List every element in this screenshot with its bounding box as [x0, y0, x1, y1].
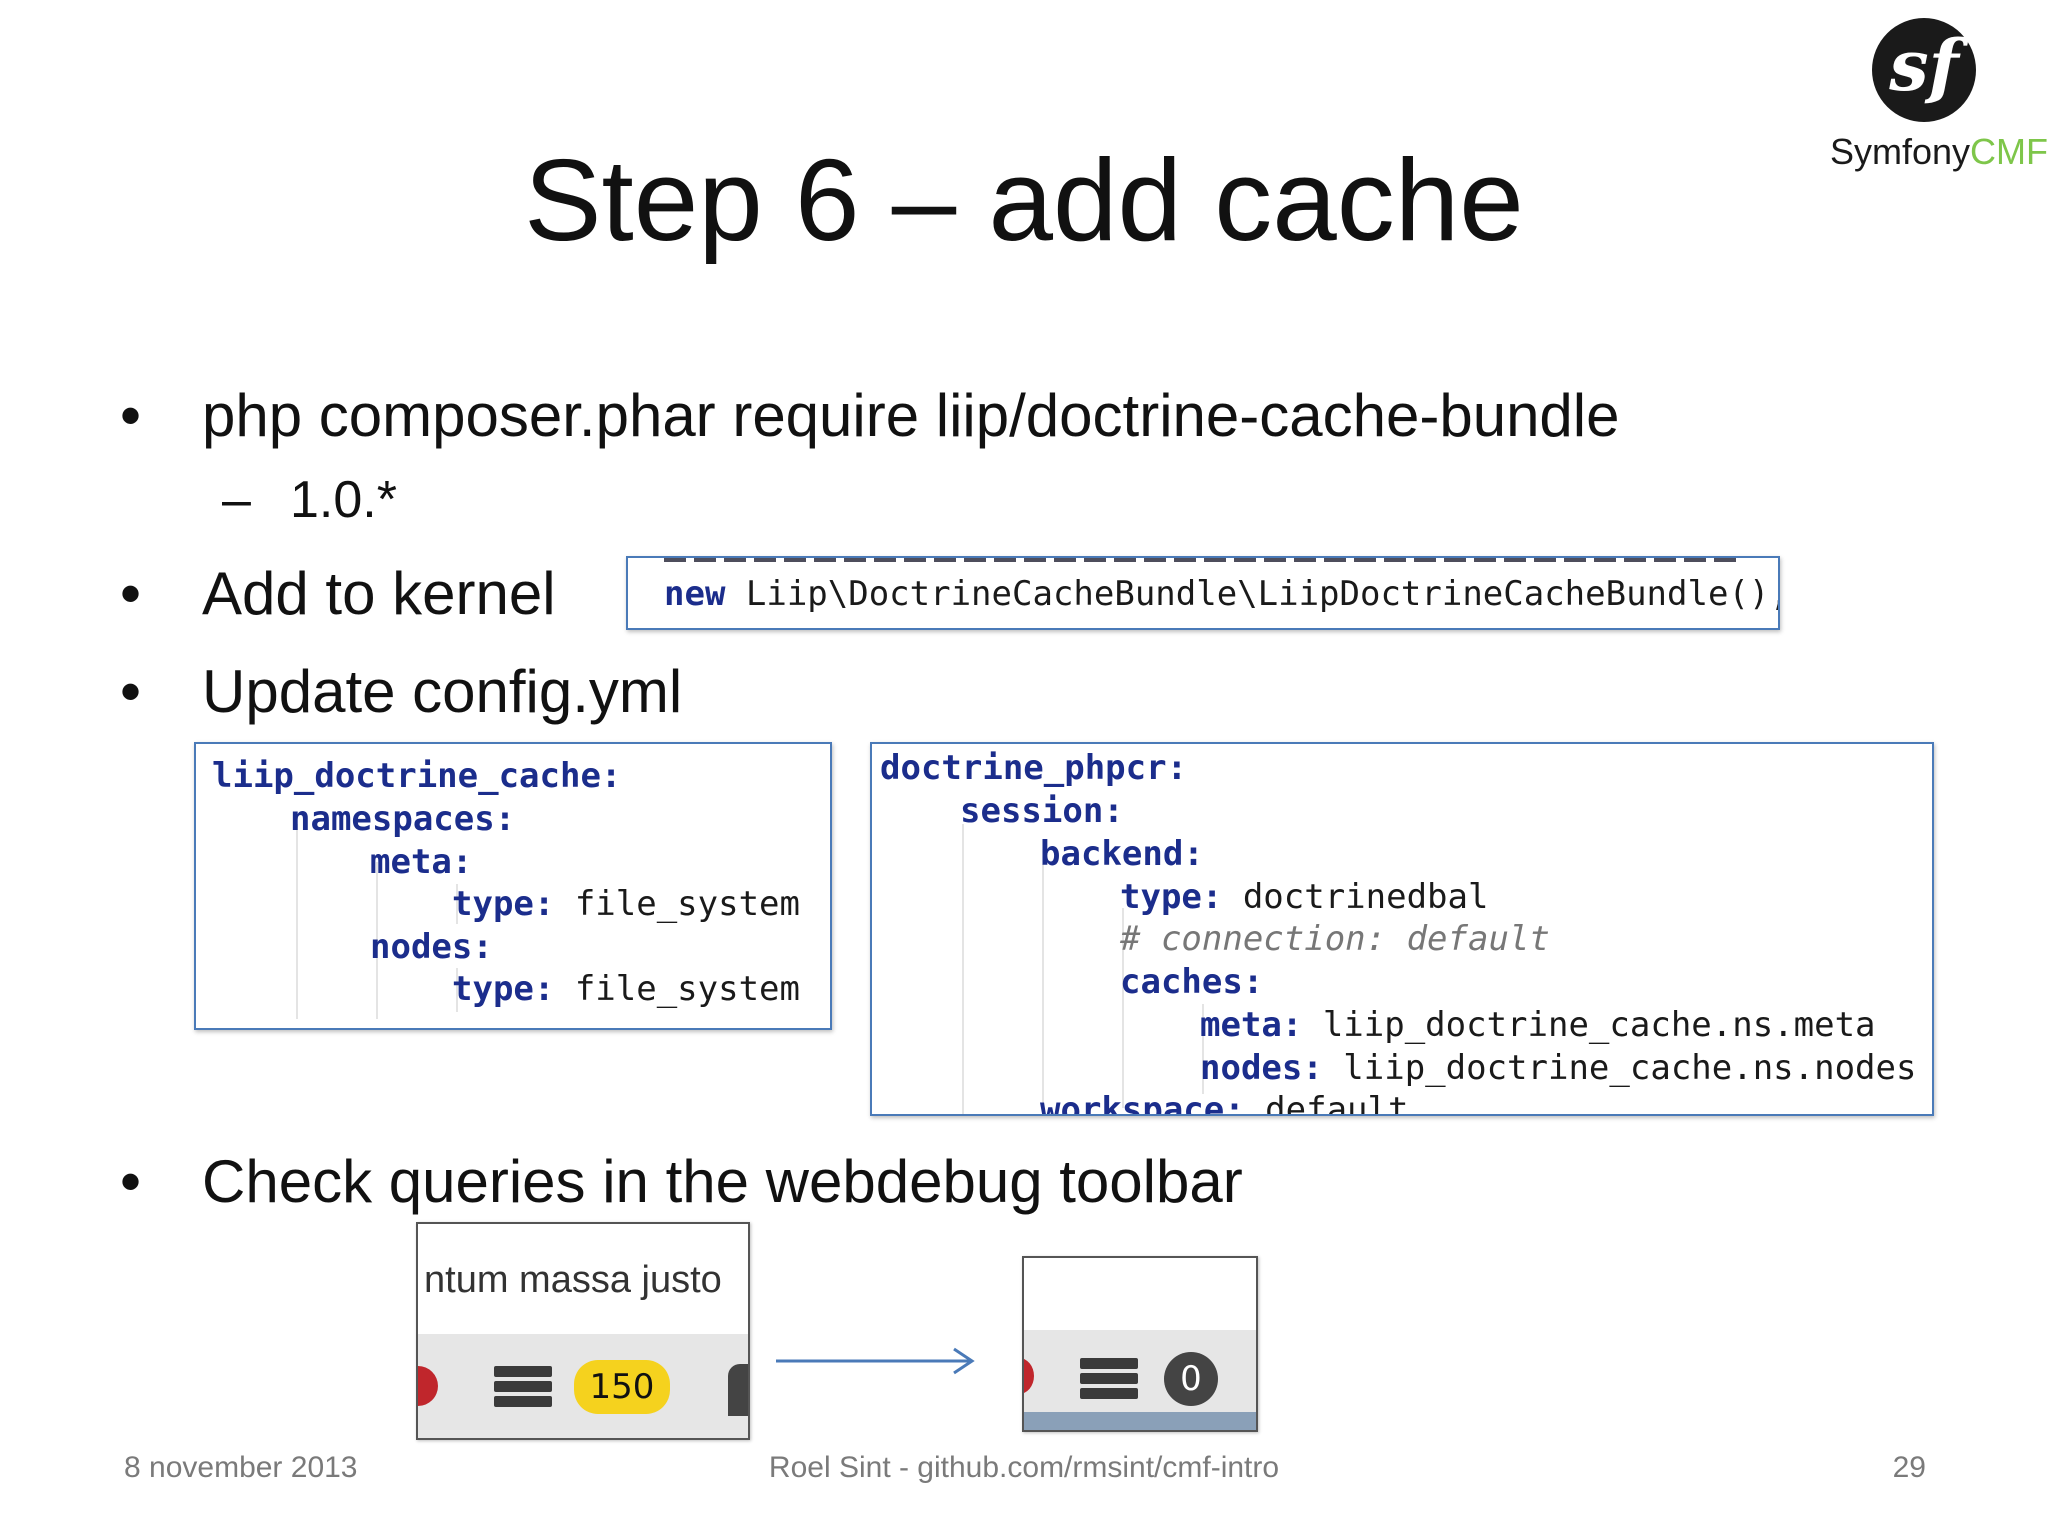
code-line: meta:: [370, 842, 472, 882]
toolbar-after-screenshot: 0: [1022, 1256, 1258, 1432]
cropped-code-line: [664, 558, 1744, 562]
code-key: meta:: [370, 842, 473, 882]
code-key: liip_doctrine_cache:: [212, 756, 622, 796]
code-value: file_system: [554, 884, 800, 924]
logo-symbol: sf: [1889, 24, 1959, 107]
code-key: nodes:: [1200, 1048, 1323, 1088]
footer-author: Roel Sint - github.com/rmsint/cmf-intro: [768, 1451, 1280, 1484]
indent-guide: [962, 824, 964, 1114]
code-line: doctrine_phpcr:: [880, 748, 1187, 788]
indent-guide: [376, 862, 378, 1019]
database-icon: [1080, 1358, 1138, 1403]
code-key: type:: [452, 884, 555, 924]
kernel-code-snippet: new Liip\DoctrineCacheBundle\LiipDoctrin…: [626, 556, 1780, 630]
query-count-badge[interactable]: 0: [1164, 1352, 1218, 1406]
slide-title: Step 6 – add cache: [524, 135, 1524, 265]
logo-wordmark: SymfonyCMF: [1830, 131, 2048, 172]
code-line: type: file_system: [452, 969, 800, 1009]
sub-bullet-version: –1.0.*: [222, 468, 397, 532]
code-keyword: new: [664, 574, 726, 614]
arrow-right-icon: [776, 1347, 975, 1375]
code-key: workspace:: [1040, 1090, 1245, 1116]
bullet-text: Check queries in the webdebug toolbar: [202, 1148, 1243, 1215]
code-value: liip_doctrine_cache.ns.meta: [1302, 1005, 1876, 1045]
kernel-code-line: new Liip\DoctrineCacheBundle\LiipDoctrin…: [664, 574, 1780, 614]
bullet-marker: •: [120, 658, 142, 725]
code-comment: # connection: default: [1120, 919, 1550, 959]
sub-bullet-marker: –: [222, 471, 251, 529]
bullet-text: php composer.phar require liip/doctrine-…: [202, 382, 1620, 449]
code-line: liip_doctrine_cache:: [212, 756, 621, 796]
toolbar-item-icon: [728, 1364, 748, 1416]
status-dot-icon: [418, 1366, 438, 1406]
code-text: Liip\DoctrineCacheBundle\LiipDoctrineCac…: [725, 574, 1780, 614]
database-icon: [494, 1366, 552, 1411]
config-phpcr-snippet: doctrine_phpcr: session: backend: type: …: [870, 742, 1934, 1116]
bullet-text: Update config.yml: [202, 658, 683, 725]
code-value: doctrinedbal: [1222, 877, 1489, 917]
footer-page-number: 29: [1892, 1451, 1926, 1484]
logo-brand: Symfony: [1830, 131, 1971, 172]
page-text: ntum massa justo: [424, 1259, 722, 1301]
code-key: nodes:: [370, 927, 493, 967]
bullet-marker: •: [120, 1148, 142, 1215]
code-line: workspace: default: [1040, 1090, 1409, 1116]
bullet-marker: •: [120, 382, 142, 449]
code-line: namespaces:: [290, 799, 515, 839]
code-line: nodes:: [370, 927, 493, 967]
code-value: file_system: [554, 969, 800, 1009]
status-dot-icon: [1024, 1358, 1034, 1394]
code-line: session:: [960, 791, 1124, 831]
indent-guide: [296, 824, 298, 1019]
code-key: namespaces:: [290, 799, 516, 839]
indent-guide: [1042, 864, 1044, 1114]
toolbar-bottom-edge: [1024, 1412, 1256, 1430]
code-key: session:: [960, 791, 1124, 831]
toolbar-before-screenshot: ntum massa justo 150: [416, 1222, 750, 1440]
code-key: type:: [1120, 877, 1223, 917]
indent-guide: [456, 884, 458, 924]
bullet-config: • Update config.yml: [120, 656, 682, 728]
code-line: type: doctrinedbal: [1120, 877, 1488, 917]
code-key: caches:: [1120, 962, 1264, 1002]
code-key: type:: [452, 969, 555, 1009]
bullet-kernel: • Add to kernel: [120, 558, 556, 630]
code-line: meta: liip_doctrine_cache.ns.meta: [1200, 1005, 1876, 1045]
query-count-badge[interactable]: 150: [574, 1360, 670, 1414]
indent-guide: [456, 968, 458, 1012]
config-cache-snippet: liip_doctrine_cache: namespaces: meta: t…: [194, 742, 832, 1030]
bullet-composer: • php composer.phar require liip/doctrine…: [120, 380, 1620, 452]
bullet-webdebug: • Check queries in the webdebug toolbar: [120, 1146, 1243, 1218]
code-key: doctrine_phpcr:: [880, 748, 1188, 788]
footer-date: 8 november 2013: [124, 1451, 358, 1484]
indent-guide: [1122, 908, 1124, 1108]
code-line: backend:: [1040, 834, 1204, 874]
bullet-text: Add to kernel: [202, 560, 556, 627]
code-line: type: file_system: [452, 884, 800, 924]
code-key: meta:: [1200, 1005, 1303, 1045]
indent-guide: [1202, 1004, 1204, 1094]
symfony-logo-icon: sf: [1872, 18, 1976, 122]
code-value: default: [1244, 1090, 1409, 1116]
symfony-cmf-logo: sf SymfonyCMF: [1830, 14, 2048, 174]
code-line: nodes: liip_doctrine_cache.ns.nodes: [1200, 1048, 1916, 1088]
logo-product: CMF: [1970, 131, 2048, 172]
code-line: # connection: default: [1120, 919, 1550, 959]
code-key: backend:: [1040, 834, 1204, 874]
code-value: liip_doctrine_cache.ns.nodes: [1322, 1048, 1917, 1088]
bullet-marker: •: [120, 560, 142, 627]
code-line: caches:: [1120, 962, 1263, 1002]
sub-bullet-text: 1.0.*: [290, 471, 397, 529]
